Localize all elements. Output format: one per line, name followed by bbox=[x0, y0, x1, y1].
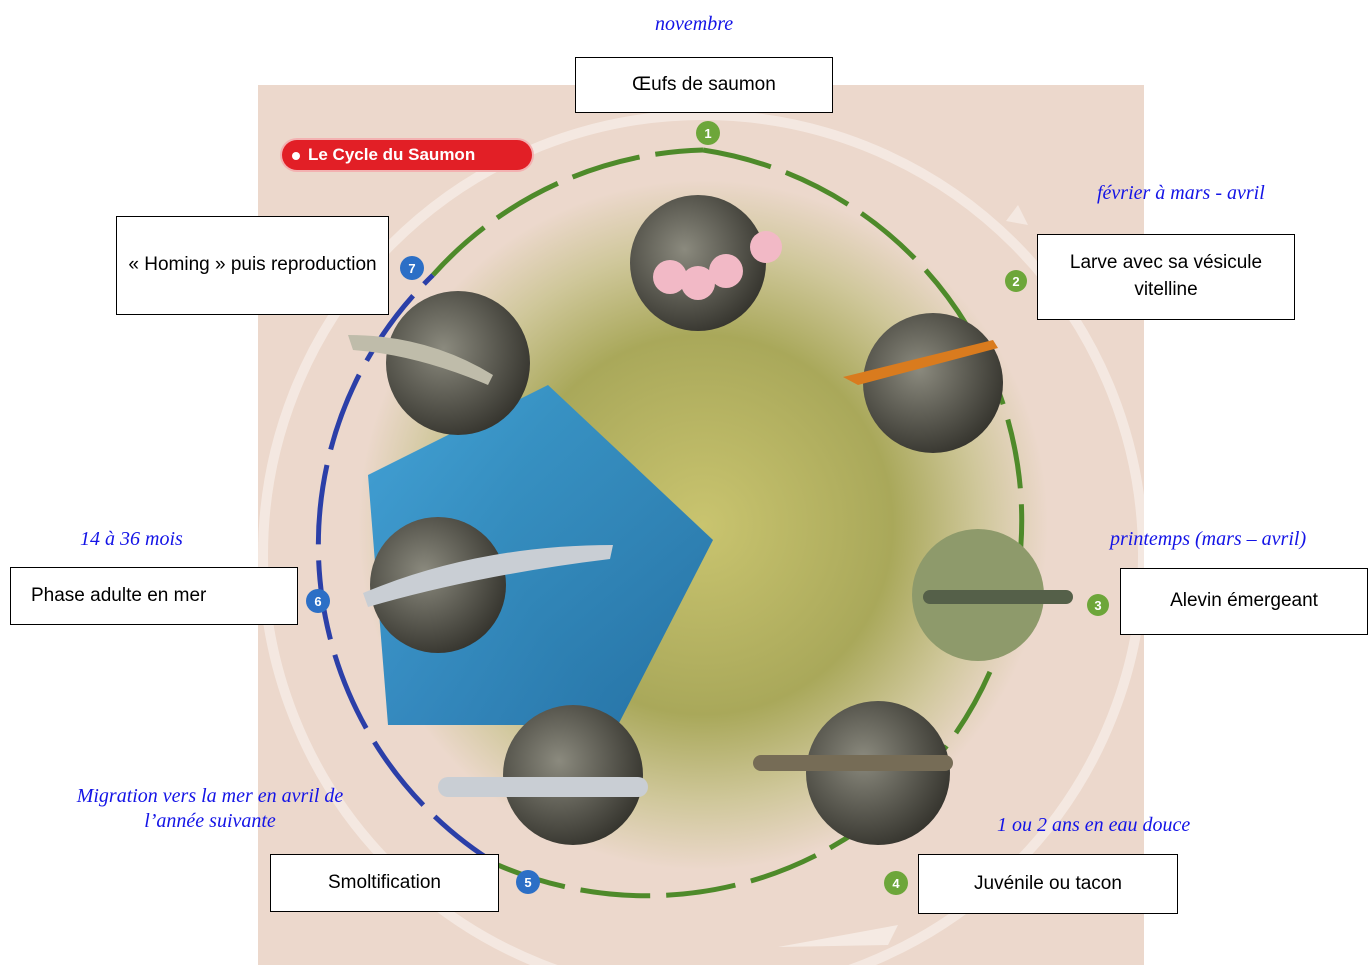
stage-label-fry: Alevin émergeant bbox=[1120, 568, 1368, 635]
stage-number-1: 1 bbox=[704, 126, 711, 141]
timing-freshwater: 1 ou 2 ans en eau douce bbox=[997, 813, 1190, 838]
timing-feb-april: février à mars - avril bbox=[1097, 181, 1265, 206]
timing-spring: printemps (mars – avril) bbox=[1110, 527, 1306, 552]
stage-label-smolt: Smoltification bbox=[270, 854, 499, 912]
eggs-photo bbox=[630, 195, 766, 331]
stage-number-2: 2 bbox=[1012, 274, 1019, 289]
timing-migration: Migration vers la mer en avril de l’anné… bbox=[40, 784, 380, 834]
timing-november: novembre bbox=[655, 12, 733, 37]
bullet-icon bbox=[292, 152, 300, 160]
stage-label-juvenile: Juvénile ou tacon bbox=[918, 854, 1178, 914]
stage-label-homing: « Homing » puis reproduction bbox=[116, 216, 389, 315]
timing-migration-line-2: l’année suivante bbox=[40, 809, 380, 834]
stage-number-3: 3 bbox=[1094, 598, 1101, 613]
stage-label-eggs: Œufs de saumon bbox=[575, 57, 833, 113]
stage-number-6: 6 bbox=[314, 594, 321, 609]
stage-label-larva: Larve avec sa vésicule vitelline bbox=[1037, 234, 1295, 320]
cycle-title: Le Cycle du Saumon bbox=[308, 145, 475, 164]
smolt-photo bbox=[503, 705, 643, 845]
stage-number-4: 4 bbox=[892, 876, 900, 891]
larva-photo bbox=[863, 313, 1003, 453]
stage-label-adult-sea: Phase adulte en mer bbox=[10, 567, 298, 625]
cycle-title-badge: Le Cycle du Saumon bbox=[282, 140, 532, 170]
stage-number-5: 5 bbox=[524, 875, 531, 890]
juvenile-photo bbox=[806, 701, 950, 845]
timing-months: 14 à 36 mois bbox=[80, 527, 183, 552]
stage-number-7: 7 bbox=[408, 261, 415, 276]
timing-migration-line-1: Migration vers la mer en avril de bbox=[40, 784, 380, 809]
